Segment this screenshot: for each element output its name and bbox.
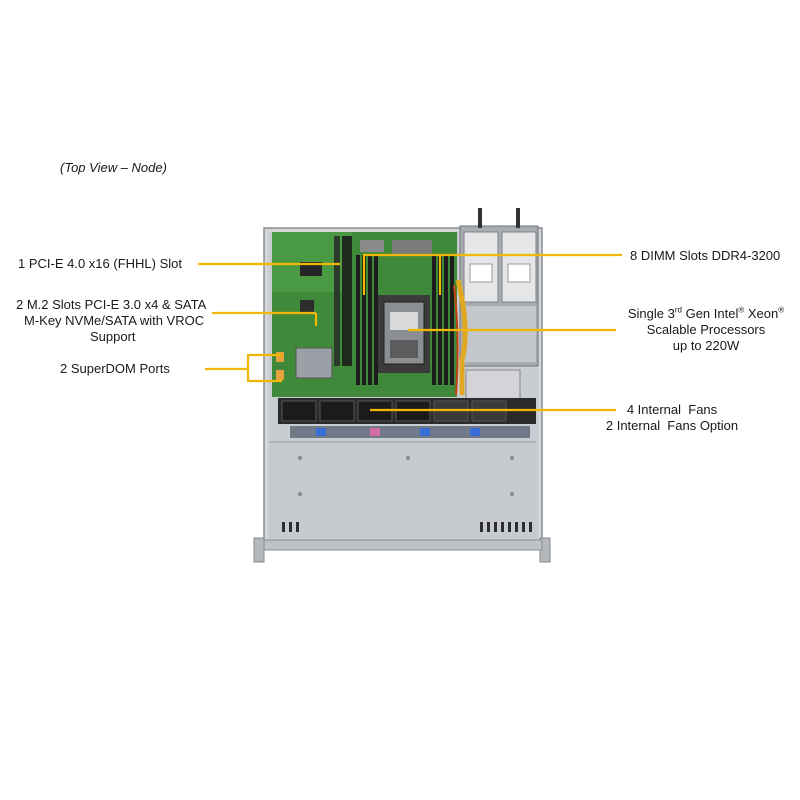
label-m2-line1: 2 M.2 Slots PCI-E 3.0 x4 & SATA: [16, 297, 207, 312]
fan-row: [278, 398, 536, 438]
drive-bay: [270, 441, 536, 538]
label-m2-line2: M-Key NVMe/SATA with VROC: [24, 313, 205, 328]
label-cpu-line2: Scalable Processors: [646, 322, 766, 337]
label-m2-line3: Support: [90, 329, 136, 344]
motherboard: [272, 232, 457, 397]
label-dimm: 8 DIMM Slots DDR4-3200: [630, 248, 781, 263]
label-cpu-line1: Single 3rd Gen Intel® Xeon®: [627, 305, 785, 321]
view-caption: (Top View – Node): [60, 160, 167, 175]
label-fans: 4 Internal Fans 2 Internal Fans Option: [592, 402, 752, 434]
callout-line-dimm: [362, 253, 622, 295]
callout-line-superdom: [205, 353, 282, 371]
callout-lines: [198, 253, 622, 412]
label-pcie-slot: 1 PCI-E 4.0 x16 (FHHL) Slot: [18, 256, 182, 271]
label-fans-line2: 2 Internal Fans Option: [605, 418, 739, 433]
label-superdom: 2 SuperDOM Ports: [60, 361, 170, 376]
callout-line-superdom-b: [246, 369, 282, 383]
power-supply-units: [453, 208, 539, 401]
label-cpu: Single 3rd Gen Intel® Xeon® Scalable Pro…: [612, 306, 800, 354]
label-cpu-line3: up to 220W: [672, 338, 740, 353]
label-fans-line1: 4 Internal Fans: [626, 402, 718, 417]
